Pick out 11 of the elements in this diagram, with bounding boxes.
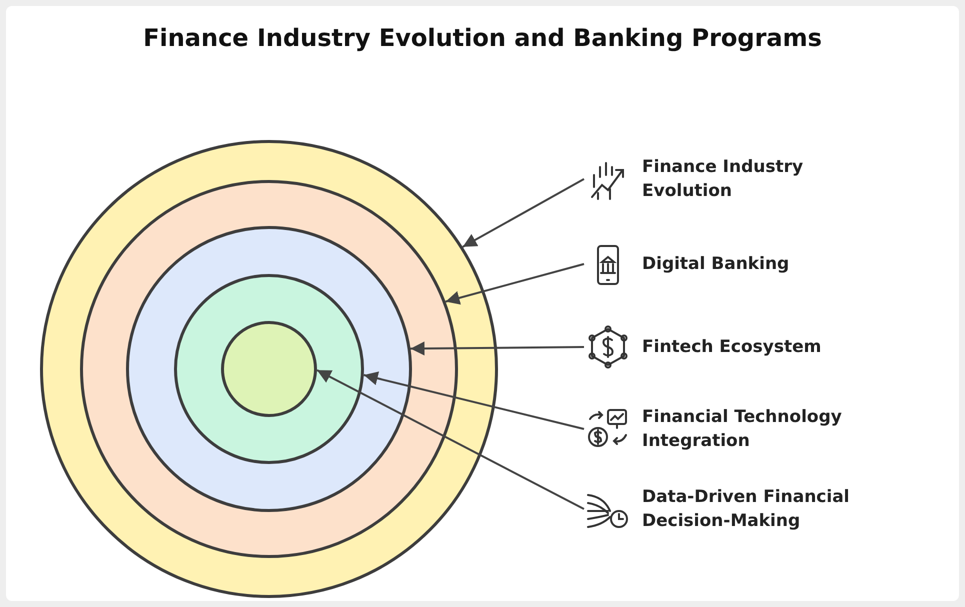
ring-label: Financial Technology Integration bbox=[642, 406, 843, 453]
ring-label: Digital Banking bbox=[642, 253, 790, 276]
leader-arrow bbox=[364, 372, 584, 430]
leader-arrow bbox=[316, 369, 584, 510]
ring-label: Finance Industry Evolution bbox=[642, 156, 804, 203]
diagram-title: Finance Industry Evolution and Banking Programs bbox=[142, 24, 823, 52]
leader-arrow bbox=[445, 263, 584, 305]
ring-label: Data-Driven Financial Decision-Making bbox=[642, 486, 851, 533]
ring-label: Fintech Ecosystem bbox=[642, 336, 822, 359]
leader-arrow bbox=[410, 341, 584, 356]
leader-arrow bbox=[462, 178, 584, 248]
